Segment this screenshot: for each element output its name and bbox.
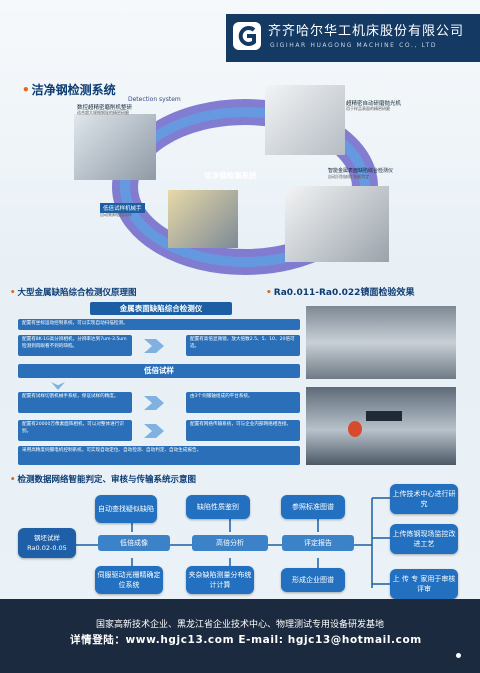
page-dot (456, 653, 461, 658)
principle-block4: 由3个伺服轴组成的平台系统。 (186, 392, 300, 413)
principle-block1: 配置有8K·1G高分辨相机，分辨率达到7um·3.5um检测到肉眼看不到的缺陷。 (18, 335, 132, 356)
panel-title: 金属表面缺陷综合检测仪 (90, 302, 232, 315)
gauge-device (366, 411, 402, 421)
machine4-photo (285, 186, 389, 262)
section-title-network: •检测数据网络智能判定、审核与传输系统示意图 (10, 475, 196, 485)
detection-system-label: Detection system (128, 96, 181, 103)
machine1-photo (74, 114, 156, 180)
company-header (226, 14, 480, 62)
flow-defect-id: 缺陷性质鉴别 (186, 495, 250, 519)
machine4-title: 智能金属表面缺陷综合检测仪 (328, 168, 394, 174)
section-title-mirror: •Ra0.011-Ra0.022镜面检验效果 (266, 288, 415, 298)
flow-servo: 伺服驱动光栅精确定位系统 (95, 566, 163, 594)
gear-logo-icon (233, 22, 261, 50)
principle-block7: 采用高精度伺服电机控制系统，可实现自动定位、自动检测、自动判定、自动生成报告。 (18, 446, 300, 465)
principle-block6: 配置有网络传输系统，可与企业内部网络相连接。 (186, 420, 300, 441)
flow-high-mag: 高倍分析 (192, 535, 268, 551)
flow-report: 评定报告 (282, 535, 354, 551)
arrow-right-icon (144, 339, 164, 353)
flow-upload-site: 上传炼钢现场监控改进工艺 (390, 524, 458, 554)
flow-upload-tech: 上传技术中心进行研究 (390, 484, 458, 514)
machine3-desc: 自动装卸低倍试样 (100, 212, 132, 217)
machine3-photo (168, 190, 238, 248)
flow-upload-expert: 上 传 专 家用于审核评审 (390, 569, 458, 599)
mirror-photo-2 (306, 387, 456, 465)
footer-contact: 详情登陆：www.hgjc13.com E-mail: hgjc13@hotma… (70, 634, 422, 646)
section-title-clean-steel: •洁净钢检测系统 (22, 83, 116, 97)
company-name-en: GIGIHAR HUAGONG MACHINE CO., LTD (270, 42, 438, 49)
machine1-title: 数控超精密磨削机整研 (77, 105, 133, 111)
flow-stat: 夹杂缺陷测量分布统计计算 (186, 566, 254, 594)
machine4-desc: 自动识别缺陷 智能判定 (328, 174, 370, 179)
principle-block3: 配置有试样切割机械手系统，保证试样的精度。 (18, 392, 132, 413)
flow-standard: 参照标准图谱 (281, 495, 345, 519)
flow-low-mag: 低倍成像 (98, 535, 170, 551)
principle-line1: 配置有坐标运动控制系统，可以实现自动扫描检测。 (18, 319, 300, 330)
company-name-cn: 齐齐哈尔华工机床股份有限公司 (268, 24, 465, 39)
person-figure (348, 421, 362, 437)
machine3-title: 低倍试样机械手 (100, 203, 145, 213)
arrow-down-icon (51, 382, 65, 390)
machine2-title: 超精密自动研磨抛光机 (346, 101, 402, 107)
flow-auto-search: 自动查找疑似缺陷 (95, 495, 157, 523)
mirror-photo-1 (306, 306, 456, 379)
principle-block2: 配置有高倍显微镜，放大倍数2.5、5、10、20倍可选。 (186, 335, 300, 356)
section-title-principle: •大型金属缺陷综合检测仪原理图 (10, 288, 137, 298)
machine2-desc: 用于样品表面的精密研磨 (346, 106, 390, 111)
sample-bar: 低倍试样 (18, 364, 300, 378)
footer-credentials: 国家高新技术企业、黑龙江省企业技术中心、物理测试专用设备研发基地 (95, 620, 384, 630)
center-label: 洁净钢检测系统 (204, 171, 257, 180)
footer (0, 599, 480, 673)
arrow-right-icon (144, 424, 164, 438)
flow-atlas: 形成企业图谱 (281, 568, 345, 592)
principle-block5: 配置有20000万像素面阵相机，可以对整体进行识别。 (18, 420, 132, 441)
machine1-desc: 适合超大规格钢锭的精密研磨 (77, 110, 129, 115)
machine2-photo (265, 85, 345, 155)
arrow-right-icon (144, 396, 164, 410)
